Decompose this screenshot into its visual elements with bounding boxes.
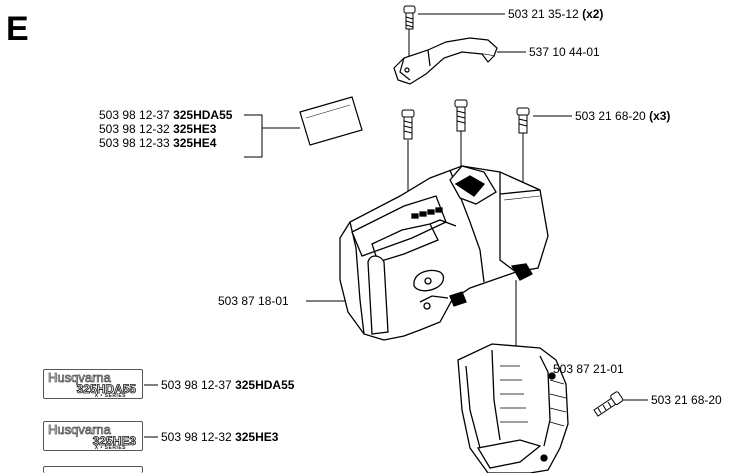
label-decal-callout-1: 503 98 12-37 325HDA55	[161, 378, 294, 392]
decal-325he3-icon: Husqvarna 325HE3 X • SERIES	[43, 421, 143, 451]
part-number: 503 98 12-37	[161, 378, 232, 392]
decal-model: 325HDA55	[76, 382, 136, 396]
decal-brand: Husqvarna	[48, 370, 112, 385]
screw-top-icon	[403, 5, 416, 30]
part-number: 503 98 12-33	[99, 136, 170, 150]
top-cover-icon	[393, 37, 498, 85]
screw-mid-1-icon	[401, 109, 415, 140]
part-number: 503 87 18-01	[218, 294, 289, 308]
decal-partial-icon	[43, 466, 143, 473]
label-decal-callout-2: 503 98 12-32 325HE3	[161, 430, 278, 444]
decal-sticker-icon	[299, 96, 363, 146]
label-decal-2: 503 98 12-32 325HE3	[99, 122, 216, 136]
part-number: 503 87 21-01	[553, 362, 624, 376]
label-main-cover: 503 87 18-01	[218, 294, 289, 308]
part-model: 325HDA55	[173, 108, 233, 122]
part-model: 325HE3	[173, 122, 217, 136]
screw-lower-icon	[593, 391, 624, 417]
decal-series: X • SERIES	[94, 393, 126, 399]
part-quantity: (x3)	[649, 109, 671, 123]
part-quantity: (x2)	[582, 7, 604, 21]
part-number: 503 98 12-37	[99, 108, 170, 122]
label-lower-cover: 503 87 21-01	[553, 362, 624, 376]
decal-325hda55-icon: Husqvarna 325HDA55 X • SERIES	[43, 369, 143, 399]
main-cover-icon	[339, 165, 549, 341]
part-number: 503 21 35-12	[508, 7, 579, 21]
part-model: 325HE3	[235, 430, 279, 444]
label-cover-top: 537 10 44-01	[529, 45, 600, 59]
decal-brand: Husqvarna	[48, 422, 112, 437]
screw-mid-3-icon	[516, 107, 530, 134]
part-number: 503 21 68-20	[575, 109, 646, 123]
label-screw-top: 503 21 35-12 (x2)	[508, 7, 603, 21]
part-number: 503 21 68-20	[651, 393, 722, 407]
part-model: 325HE4	[173, 136, 217, 150]
leader-decal-bracket	[244, 114, 263, 158]
screw-mid-2-icon	[454, 99, 468, 132]
decal-model: 325HE3	[92, 434, 136, 448]
label-screw-lower: 503 21 68-20	[651, 393, 722, 407]
part-number: 503 98 12-32	[99, 122, 170, 136]
decal-series: X • SERIES	[94, 445, 126, 451]
part-number: 537 10 44-01	[529, 45, 600, 59]
label-screws-mid: 503 21 68-20 (x3)	[575, 109, 670, 123]
part-model: 325HDA55	[235, 378, 295, 392]
label-decal-1: 503 98 12-37 325HDA55	[99, 108, 232, 122]
section-letter: E	[6, 10, 29, 48]
part-number: 503 98 12-32	[161, 430, 232, 444]
lower-cover-icon	[457, 343, 569, 473]
label-decal-3: 503 98 12-33 325HE4	[99, 136, 216, 150]
